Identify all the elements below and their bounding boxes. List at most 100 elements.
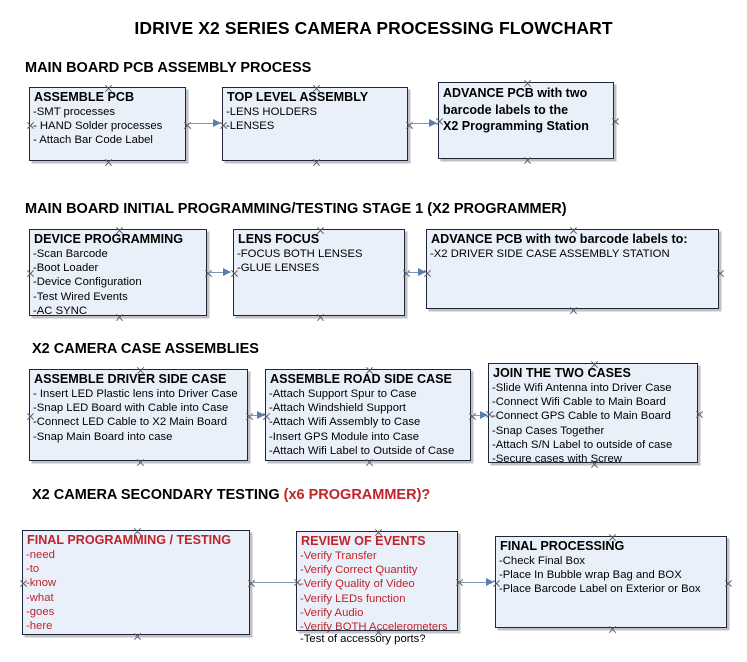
connection-handle-bottom[interactable]	[523, 156, 532, 165]
connection-handle-bottom[interactable]	[569, 306, 578, 315]
node-line: -Test Wired Events	[33, 290, 128, 303]
node-review-of-events[interactable]: REVIEW OF EVENTS -Verify Transfer -Verif…	[293, 528, 458, 645]
connection-handle-top[interactable]	[312, 84, 321, 93]
node-line: -Attach Wifi Assembly to Case	[269, 416, 421, 429]
node-line: -Verify Quality of Video	[300, 578, 415, 591]
connection-handle-bottom[interactable]	[312, 158, 321, 167]
connection-handle-left[interactable]	[26, 121, 35, 130]
connection-handle-left[interactable]	[230, 269, 239, 278]
node-line: - Attach Bar Code Label	[33, 134, 153, 147]
node-advance-pcb-driver-side-case[interactable]: ADVANCE PCB with two barcode labels to: …	[426, 229, 719, 309]
node-line: -AC SYNC	[33, 304, 87, 317]
section-heading-x2-camera-case-assemblies: X2 CAMERA CASE ASSEMBLIES	[32, 341, 259, 357]
connection-handle-top[interactable]	[608, 533, 617, 542]
connection-handle-bottom[interactable]	[374, 628, 383, 637]
node-line: -Connect Wifi Cable to Main Board	[492, 396, 666, 409]
connector-device-programming-to-lens-focus	[209, 268, 231, 277]
connection-handle-left[interactable]	[423, 269, 432, 278]
node-line: -Attach S/N Label to outside of case	[492, 438, 673, 451]
arrow-icon	[213, 119, 221, 128]
connection-handle-bottom[interactable]	[136, 458, 145, 467]
node-advance-pcb-x2-programming-station[interactable]: ADVANCE PCB with two barcode labels to t…	[438, 82, 614, 159]
connection-handle-bottom[interactable]	[590, 460, 599, 469]
node-line: -Snap Cases Together	[492, 424, 605, 437]
connection-handle-top[interactable]	[523, 79, 532, 88]
connection-handle-top[interactable]	[569, 226, 578, 235]
connection-handle-left[interactable]	[485, 410, 494, 419]
connection-handle-top[interactable]	[133, 527, 142, 536]
node-line: -GLUE LENSES	[237, 262, 320, 275]
connection-handle-bottom[interactable]	[115, 313, 124, 322]
connection-handle-bottom[interactable]	[104, 158, 113, 167]
node-final-programming-testing[interactable]: FINAL PROGRAMMING / TESTING -need -to -k…	[22, 530, 250, 635]
node-assemble-road-side-case[interactable]: ASSEMBLE ROAD SIDE CASE -Attach Support …	[265, 369, 471, 461]
node-line: -know	[26, 577, 57, 590]
node-top-level-assembly[interactable]: TOP LEVEL ASSEMBLY -LENS HOLDERS -LENSES	[222, 87, 408, 161]
node-join-the-two-cases[interactable]: JOIN THE TWO CASES -Slide Wifi Antenna i…	[485, 360, 698, 465]
connection-handle-bottom[interactable]	[608, 625, 617, 634]
node-overflow-line: -Test of accessory ports?	[300, 633, 426, 645]
node-line: -Verify Correct Quantity	[300, 564, 418, 577]
node-title: REVIEW OF EVENTS	[301, 534, 426, 548]
connection-handle-right[interactable]	[695, 410, 704, 419]
section-heading-x2-camera-secondary-testing: X2 CAMERA SECONDARY TESTING (x6 PROGRAMM…	[32, 487, 430, 503]
connector-top-level-assembly-to-advance-pcb	[410, 119, 437, 128]
connection-handle-left[interactable]	[492, 579, 501, 588]
connector-assemble-pcb-to-top-level-assembly	[188, 119, 221, 128]
connection-handle-left[interactable]	[26, 412, 35, 421]
node-line: -here	[26, 620, 53, 633]
connection-handle-left[interactable]	[262, 412, 271, 421]
connection-handle-top[interactable]	[136, 366, 145, 375]
node-title: LENS FOCUS	[238, 232, 320, 246]
node-title: ASSEMBLE PCB	[34, 90, 135, 104]
node-title: JOIN THE TWO CASES	[493, 366, 631, 380]
node-line: -Snap Main Board into case	[33, 430, 173, 443]
connection-handle-left[interactable]	[219, 121, 228, 130]
arrow-icon	[429, 119, 437, 128]
connection-handle-right[interactable]	[183, 121, 192, 130]
node-line: -Boot Loader	[33, 262, 99, 275]
node-line: -Check Final Box	[499, 555, 586, 567]
node-line: -SMT processes	[33, 106, 116, 118]
connection-handle-left[interactable]	[19, 579, 28, 588]
node-assemble-pcb[interactable]: ASSEMBLE PCB -SMT processes - HAND Solde…	[29, 87, 186, 161]
node-title: ADVANCE PCB with two barcode labels to:	[431, 232, 688, 246]
node-title: FINAL PROGRAMMING / TESTING	[27, 533, 232, 547]
connection-handle-bottom[interactable]	[133, 632, 142, 641]
connection-handle-right[interactable]	[611, 117, 620, 126]
connection-handle-right[interactable]	[716, 269, 725, 278]
connection-handle-bottom[interactable]	[365, 458, 374, 467]
node-device-programming[interactable]: DEVICE PROGRAMMING -Scan Barcode -Boot L…	[26, 226, 207, 317]
connection-handle-bottom[interactable]	[316, 313, 325, 322]
node-line: -Verify Audio	[300, 606, 364, 619]
node-final-processing[interactable]: FINAL PROCESSING -Check Final Box -Place…	[495, 536, 727, 628]
connection-handle-right[interactable]	[405, 121, 414, 130]
node-line: -need	[26, 549, 55, 561]
connection-handle-top[interactable]	[104, 84, 113, 93]
connection-handle-top[interactable]	[115, 226, 124, 235]
node-line: -to	[26, 563, 40, 576]
arrow-icon	[223, 268, 231, 277]
node-line: -Place Barcode Label on Exterior or Box	[499, 583, 701, 596]
node-line: -LENS HOLDERS	[226, 106, 318, 118]
node-line: -Attach Support Spur to Case	[269, 388, 417, 400]
connection-handle-left[interactable]	[293, 578, 302, 587]
node-line: -Insert GPS Module into Case	[269, 430, 420, 443]
connection-handle-top[interactable]	[365, 366, 374, 375]
node-lens-focus[interactable]: LENS FOCUS -FOCUS BOTH LENSES -GLUE LENS…	[233, 229, 405, 316]
connection-handle-right[interactable]	[724, 579, 733, 588]
connection-handle-top[interactable]	[590, 360, 599, 369]
connection-handle-top[interactable]	[374, 528, 383, 537]
connection-handle-left[interactable]	[435, 117, 444, 126]
section-heading-accent: (x6 PROGRAMMER)?	[283, 487, 431, 503]
connector-final-programming-to-review-of-events	[252, 582, 296, 584]
node-line: - Insert LED Plastic lens into Driver Ca…	[33, 388, 238, 400]
node-title: ASSEMBLE DRIVER SIDE CASE	[34, 372, 227, 386]
connection-handle-top[interactable]	[316, 226, 325, 235]
node-assemble-driver-side-case[interactable]: ASSEMBLE DRIVER SIDE CASE - Insert LED P…	[29, 369, 248, 461]
node-line: -Snap LED Board with Cable into Case	[33, 402, 229, 415]
arrow-icon	[486, 578, 494, 587]
connection-handle-left[interactable]	[26, 269, 35, 278]
section-heading-text: MAIN BOARD PCB ASSEMBLY PROCESS	[25, 60, 312, 76]
node-title: FINAL PROCESSING	[500, 539, 625, 553]
